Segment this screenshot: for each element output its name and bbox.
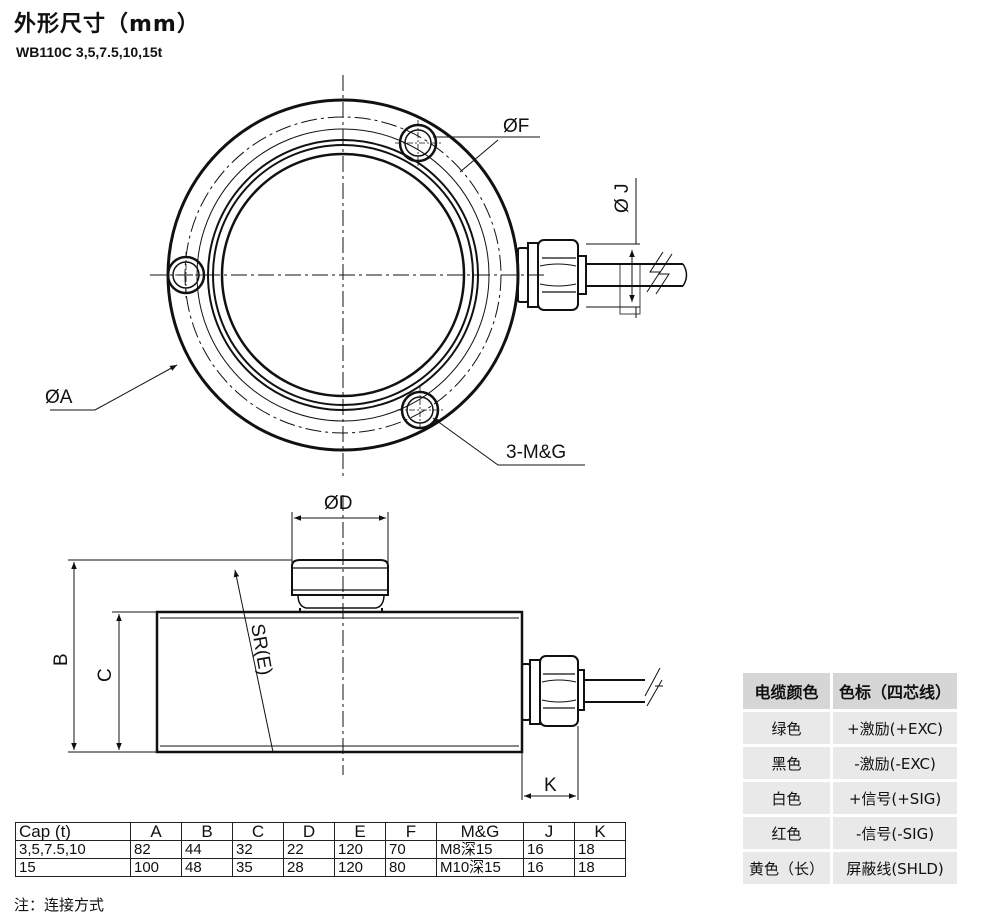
table-cell: 18 [574, 840, 626, 859]
table-cell: 82 [130, 840, 182, 859]
wire-color-cell: 白色 [743, 782, 831, 814]
footer-note: 注：连接方式 [14, 896, 105, 914]
wire-color-cell: 黄色（长） [743, 852, 831, 884]
col-header: C [232, 822, 284, 841]
table-cell: 80 [385, 858, 437, 877]
load-button-circle [220, 152, 466, 398]
table-cell: 35 [232, 858, 284, 877]
table-cell: 28 [283, 858, 335, 877]
phi-a-label: ØA [45, 387, 73, 408]
wire-function-cell: 屏蔽线(SHLD) [833, 852, 958, 884]
sr-e-label: SR(E) [246, 622, 276, 677]
col-header: M&G [436, 822, 524, 841]
cable-gland-top [517, 239, 688, 311]
table-cell: 48 [181, 858, 233, 877]
side-view [68, 495, 663, 800]
holes-label: 3-M&G [506, 442, 566, 463]
col-header: A [130, 822, 182, 841]
table-row: 3,5,7.5,10 82 44 32 22 120 70 M8深15 16 1… [15, 840, 626, 859]
table-cell: 18 [574, 858, 626, 877]
col-header: J [523, 822, 575, 841]
page-title: 外形尺寸（mm） [14, 12, 200, 37]
wire-table-row: 白色 +信号(+SIG) [743, 782, 958, 814]
top-view [50, 75, 688, 480]
mounting-hole [398, 123, 438, 163]
dimension-table: Cap (t) A B C D E F M&G J K 3,5,7.5,10 8… [15, 822, 626, 877]
model-subtitle: WB110C 3,5,7.5,10,15t [16, 44, 163, 60]
phi-d-label: ØD [324, 493, 353, 514]
main-body-side [155, 610, 524, 754]
wire-function-cell: -信号(-SIG) [833, 817, 958, 849]
col-header: F [385, 822, 437, 841]
wire-table-row: 黑色 -激励(-EXC) [743, 747, 958, 779]
table-cell: M8深15 [436, 840, 524, 859]
wire-color-table: 电缆颜色 色标（四芯线） 绿色 +激励(+EXC) 黑色 -激励(-EXC) 白… [740, 670, 960, 887]
k-label: K [544, 775, 557, 796]
phi-f-label: ØF [503, 116, 529, 137]
wire-col-header: 色标（四芯线） [833, 673, 958, 709]
technical-drawing: ØF Ø J ØA 3-M&G [45, 75, 688, 800]
table-cell: 120 [334, 858, 386, 877]
col-header: B [181, 822, 233, 841]
table-header-row: Cap (t) A B C D E F M&G J K [15, 822, 626, 841]
wire-col-header: 电缆颜色 [743, 673, 831, 709]
table-cell: 70 [385, 840, 437, 859]
col-header: Cap (t) [15, 822, 131, 841]
col-header: D [283, 822, 335, 841]
wire-table-row: 黄色（长） 屏蔽线(SHLD) [743, 852, 958, 884]
table-cell: M10深15 [436, 858, 524, 877]
mounting-hole [400, 390, 440, 430]
table-cell: 100 [130, 858, 182, 877]
wire-color-cell: 绿色 [743, 712, 831, 744]
wire-function-cell: +信号(+SIG) [833, 782, 958, 814]
cable-gland-side [521, 655, 645, 727]
table-cell: 120 [334, 840, 386, 859]
table-cell: 16 [523, 858, 575, 877]
b-label: B [51, 653, 72, 666]
wire-color-cell: 红色 [743, 817, 831, 849]
table-cell: 16 [523, 840, 575, 859]
table-cell: 32 [232, 840, 284, 859]
table-cell: 15 [15, 858, 131, 877]
wire-table-row: 绿色 +激励(+EXC) [743, 712, 958, 744]
col-header: E [334, 822, 386, 841]
wire-table-header-row: 电缆颜色 色标（四芯线） [743, 673, 958, 709]
wire-color-cell: 黑色 [743, 747, 831, 779]
phi-j-label: Ø J [612, 183, 633, 213]
c-label: C [95, 668, 116, 682]
wire-table-row: 红色 -信号(-SIG) [743, 817, 958, 849]
table-cell: 3,5,7.5,10 [15, 840, 131, 859]
wire-function-cell: +激励(+EXC) [833, 712, 958, 744]
col-header: K [574, 822, 626, 841]
table-row: 15 100 48 35 28 120 80 M10深15 16 18 [15, 858, 626, 877]
table-cell: 22 [283, 840, 335, 859]
table-cell: 44 [181, 840, 233, 859]
load-button-side [291, 559, 389, 612]
wire-function-cell: -激励(-EXC) [833, 747, 958, 779]
